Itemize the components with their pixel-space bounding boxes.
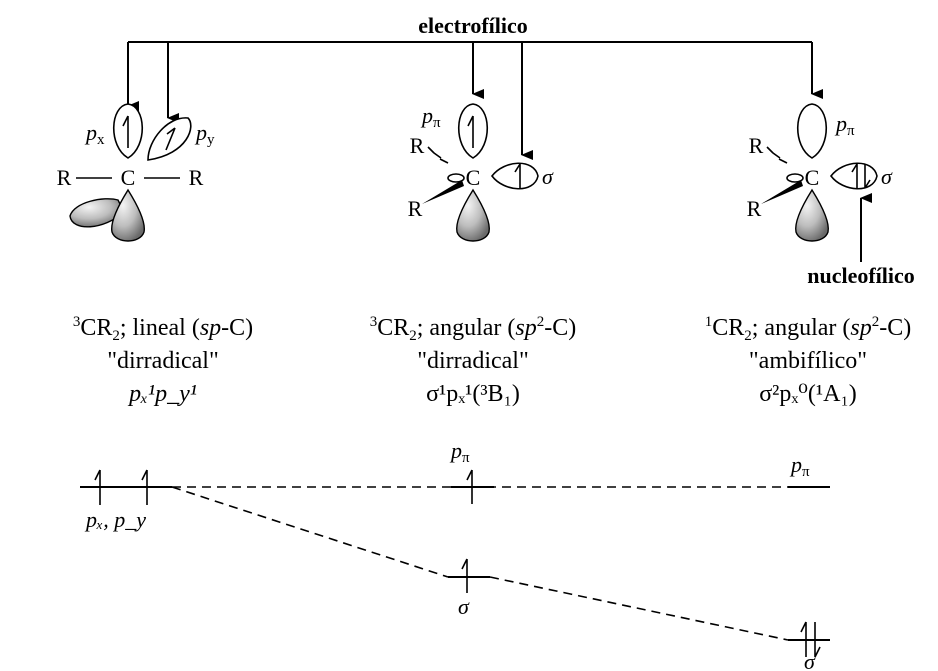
level-label-ppi-middle: pπ [449, 438, 470, 466]
hashed-bond [427, 146, 449, 164]
level-label-sigma-middle: σ [458, 594, 470, 619]
px-lower-lobe [111, 188, 145, 242]
ppi-lower-lobe-singlet [795, 188, 829, 242]
state-label-left: 3CR2; lineal (sp-C) "dirradical" pₓ¹p_y¹ [73, 314, 253, 407]
sigma-lobe [490, 162, 539, 190]
electron-up-px [122, 115, 129, 148]
hashed-bond-singlet [766, 146, 788, 164]
energy-level-diagram: pₓ, p_y pπ σ pπ σ [80, 438, 830, 671]
carbon-atom: C [121, 165, 136, 190]
ppi-label: pπ [420, 103, 441, 131]
electron-pair-sigma-right [800, 621, 821, 658]
bent-singlet-structure: R C R pπ σ [747, 103, 893, 262]
character-right: "ambifílico" [749, 348, 867, 374]
substituent-r-lower-singlet: R [747, 196, 762, 221]
state-line-left: 3CR2; lineal (sp-C) [73, 314, 253, 344]
electron-up-ppi [467, 115, 474, 148]
sigma-back-lobe [447, 173, 465, 183]
sigma-label: σ [542, 164, 554, 189]
ppi-empty-lobe [796, 103, 828, 159]
wedge-bond [422, 180, 464, 204]
linear-carbene-structure: R C R px py [57, 103, 215, 242]
state-line-right: 1CR2; angular (sp2-C) [705, 314, 911, 344]
ppi-lower-lobe [456, 188, 490, 242]
config-left: pₓ¹p_y¹ [127, 381, 197, 407]
electron-pair-sigma [851, 163, 871, 189]
level-label-sigma-right: σ [804, 649, 816, 671]
electron-sigma-middle [461, 558, 468, 593]
sigma-label-singlet: σ [881, 164, 893, 189]
electron-ppi-middle [466, 469, 473, 504]
level-label-px-py: pₓ, p_y [84, 507, 146, 532]
state-label-middle: 3CR2; angular (sp2-C) "dirradical" σ¹pₓ¹… [370, 314, 576, 407]
sigma-filled-lobe [829, 162, 878, 190]
character-middle: "dirradical" [417, 348, 529, 374]
ppi-label-singlet: pπ [834, 111, 855, 139]
level-label-ppi-right: pπ [789, 452, 810, 480]
electron-up-sigma [514, 163, 521, 188]
character-left: "dirradical" [107, 348, 219, 374]
carbon-atom: C [805, 165, 820, 190]
connector-sigma-1 [171, 486, 449, 578]
state-line-middle: 3CR2; angular (sp2-C) [370, 314, 576, 344]
substituent-r-upper-singlet: R [749, 133, 764, 158]
substituent-r-upper: R [410, 133, 425, 158]
substituent-r-left: R [57, 165, 72, 190]
substituent-r-right: R [189, 165, 204, 190]
py-upper-lobe [147, 117, 192, 161]
state-label-right: 1CR2; angular (sp2-C) "ambifílico" σ²pₓ⁰… [705, 314, 911, 407]
carbon-atom: C [466, 165, 481, 190]
px-label: px [84, 120, 105, 148]
config-right: σ²pₓ⁰(¹A₁) [759, 381, 857, 407]
electrophilic-label: electrofílico [418, 13, 528, 38]
nucleophilic-label: nucleofílico [807, 263, 915, 288]
bent-triplet-structure: R C R pπ σ [408, 103, 554, 242]
py-label: py [194, 120, 215, 148]
sigma-back-lobe-singlet [786, 173, 804, 183]
electrons-px-py [94, 469, 148, 505]
substituent-r-lower: R [408, 196, 423, 221]
py-lower-lobe [69, 198, 125, 228]
wedge-bond-singlet [761, 180, 803, 204]
electron-up-py [165, 127, 176, 151]
connector-sigma-2 [489, 576, 789, 641]
config-middle: σ¹pₓ¹(³B₁) [426, 381, 520, 407]
